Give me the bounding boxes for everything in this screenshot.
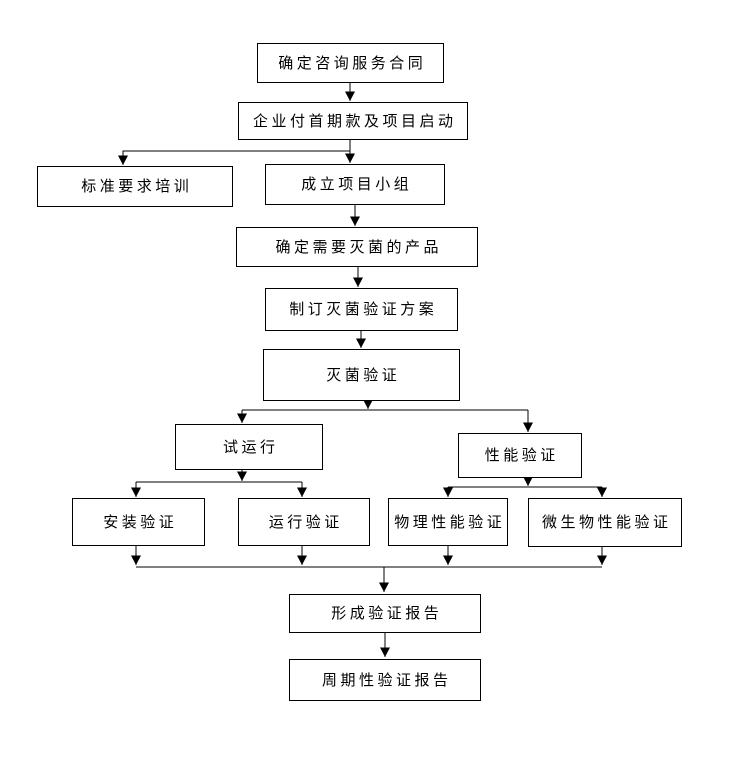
flow-node-plan: 制订灭菌验证方案 (265, 288, 458, 331)
flow-node-installation-q: 安装验证 (72, 498, 205, 546)
flow-node-physical-q: 物理性能验证 (388, 498, 508, 546)
flow-node-validation: 灭菌验证 (263, 349, 460, 401)
flow-node-kickoff: 企业付首期款及项目启动 (238, 102, 468, 140)
flow-node-team: 成立项目小组 (265, 164, 445, 205)
flow-node-operation-q: 运行验证 (238, 498, 370, 546)
flow-node-products: 确定需要灭菌的产品 (236, 227, 478, 267)
flow-node-periodic-report: 周期性验证报告 (289, 659, 481, 701)
flow-node-performance: 性能验证 (458, 433, 582, 478)
edge-kickoff-training (118, 150, 350, 165)
flow-node-report: 形成验证报告 (289, 594, 481, 633)
flow-node-training: 标准要求培训 (37, 166, 233, 207)
flow-node-contract: 确定咨询服务合同 (257, 43, 444, 83)
flow-node-microbial-q: 微生物性能验证 (528, 498, 682, 547)
flow-node-trial-run: 试运行 (175, 424, 323, 470)
